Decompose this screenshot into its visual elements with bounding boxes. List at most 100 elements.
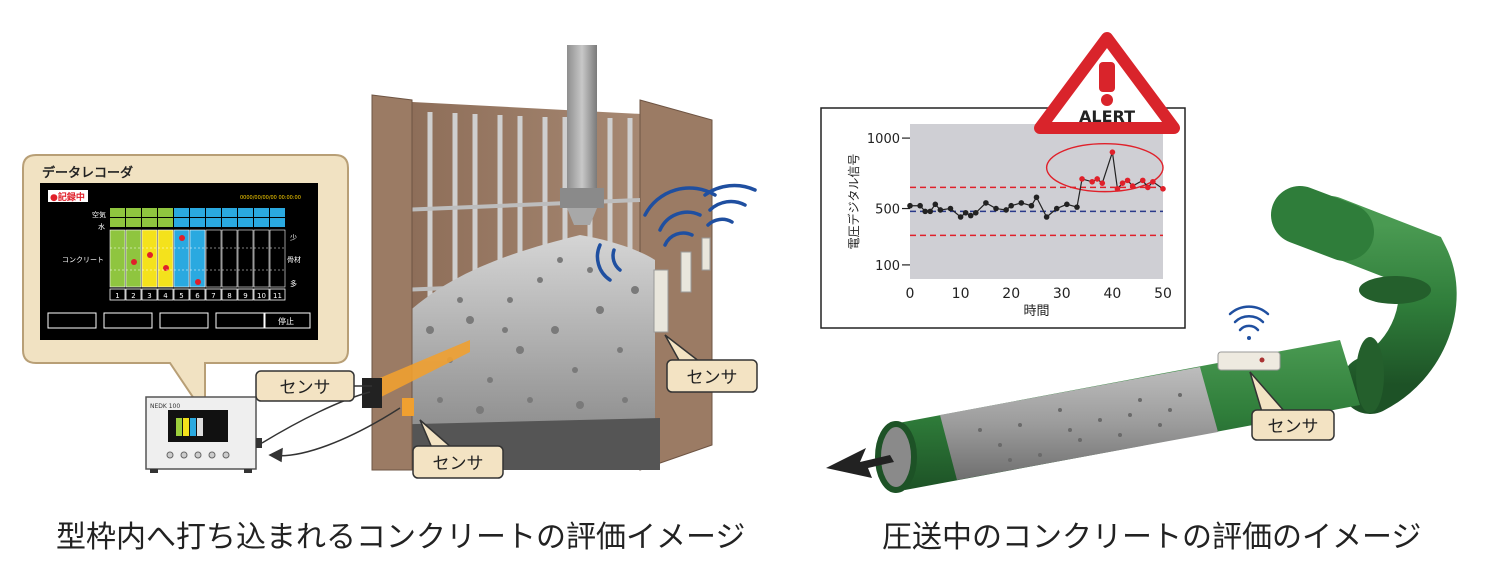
data-point (917, 202, 923, 209)
recording-status: ●記録中 (50, 191, 85, 203)
data-point (907, 202, 913, 209)
recorder-button-2[interactable] (103, 312, 153, 329)
grid-column-label: 1 (115, 292, 119, 300)
x-tick-label: 30 (1053, 286, 1071, 302)
data-point (1150, 178, 1156, 185)
recorder-button-1[interactable] (47, 312, 97, 329)
grid-dot (131, 259, 137, 265)
grid-concrete-cell (173, 229, 190, 288)
grid-column-box (189, 288, 206, 301)
recorder-buttons (47, 312, 311, 329)
alert-text: ALERT (1079, 107, 1135, 126)
grid-water-cell (270, 218, 285, 227)
grid-water-cell (174, 218, 189, 227)
data-point (1003, 207, 1009, 213)
grid-water-cell (190, 218, 205, 227)
grid-air-cell (110, 208, 125, 217)
data-point (1094, 176, 1101, 182)
grid-air-cell (126, 208, 141, 217)
grid-concrete-cell (205, 229, 222, 288)
data-point (927, 208, 934, 215)
grid-air-cell (142, 208, 157, 217)
data-point (1074, 204, 1080, 210)
grid-column-box (109, 288, 126, 301)
svg-text:センサ: センサ (1268, 417, 1319, 437)
sensor-label-2: センサ (412, 419, 504, 479)
sensor-label-4: センサ (1249, 371, 1335, 441)
data-point (947, 205, 954, 212)
grid-water-cell (254, 218, 269, 227)
data-point (1145, 184, 1151, 191)
grid-air-cell (174, 208, 189, 217)
data-point (922, 208, 928, 215)
grid-concrete-cell (141, 229, 158, 288)
grid-column-label: 5 (179, 292, 183, 300)
grid-water-cell (142, 218, 157, 227)
data-point (932, 201, 939, 208)
grid-water-cell (126, 218, 141, 227)
x-axis-label: 時間 (1023, 304, 1049, 319)
pipe-sensor (1217, 351, 1281, 371)
grid-dot (147, 252, 153, 258)
grid-column-box (125, 288, 142, 301)
data-point (1079, 176, 1085, 182)
data-point (1099, 180, 1106, 186)
flow-arrow-icon (826, 448, 894, 478)
grid-column-box (205, 288, 222, 301)
recorder-bubble: データレコーダ ●記録中 0000/00/00/00 00:00:00 空気 水… (22, 154, 349, 419)
stop-button-label: 停止 (278, 316, 294, 326)
grid-column-label: 9 (243, 292, 247, 300)
highlight-ellipse (1045, 143, 1164, 193)
grid-column-box (269, 288, 286, 301)
grid-dot (163, 265, 169, 271)
grid-column-box (157, 288, 174, 301)
grid-concrete-cell (269, 229, 286, 288)
concrete-fill (400, 235, 655, 430)
grid-air-cell (254, 208, 269, 217)
data-point (962, 209, 969, 216)
grid-concrete-cell (237, 229, 254, 288)
data-point (1043, 214, 1050, 220)
data-point (1109, 149, 1116, 155)
row-label-concrete: コンクリート (62, 256, 104, 264)
data-point (1008, 202, 1014, 209)
grid-water-cell (206, 218, 221, 227)
data-point (1124, 177, 1131, 184)
grid-water-cell (238, 218, 253, 227)
stop-button[interactable] (264, 312, 311, 329)
data-point (993, 205, 999, 212)
recorder-device: NEDK 100 (145, 396, 262, 473)
wall-sensor-1 (653, 269, 669, 333)
x-tick-label: 0 (906, 286, 915, 302)
right-label-high: 多 (290, 279, 297, 288)
svg-text:センサ: センサ (433, 454, 484, 474)
data-point (1089, 178, 1095, 185)
grid-dot (195, 279, 201, 285)
grid-column-label: 8 (227, 292, 231, 300)
grid-air-cell (238, 208, 253, 217)
recorder-button-3[interactable] (159, 312, 209, 329)
grid-air-cell (190, 208, 205, 217)
bottom-sensor (402, 398, 414, 416)
grid-column-box (221, 288, 238, 301)
grid-column-label: 3 (147, 292, 151, 300)
grid-dot (179, 235, 185, 241)
x-tick-label: 10 (952, 286, 970, 302)
x-tick-label: 40 (1103, 286, 1121, 302)
grid-air-cell (206, 208, 221, 217)
sensor-label-3: センサ (664, 334, 758, 393)
wall-sensor-2 (680, 251, 692, 293)
x-tick-label: 20 (1002, 286, 1020, 302)
chart-plot-area (910, 124, 1163, 279)
recorder-button-4[interactable] (215, 312, 265, 329)
grid-concrete-cell (221, 229, 238, 288)
grid-concrete-cell (125, 229, 142, 288)
grid-column-label: 2 (131, 292, 135, 300)
grid-concrete-cell (253, 229, 270, 288)
data-point (967, 212, 974, 219)
row-label-air: 空気 (92, 210, 106, 219)
right-label-low: 少 (290, 234, 297, 242)
data-point (1160, 186, 1166, 192)
